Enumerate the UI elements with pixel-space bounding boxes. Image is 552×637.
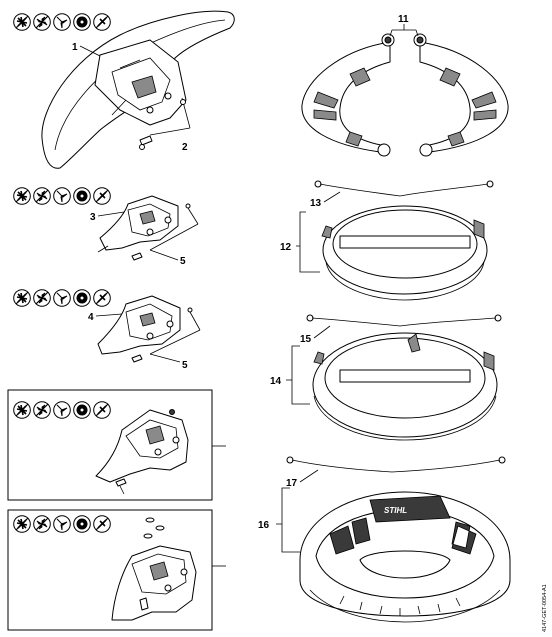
part-5-screws-b	[131, 307, 201, 363]
tool-icon-row-3	[14, 290, 111, 307]
part-15-wire-spring	[306, 314, 502, 327]
part-14-guard-ring	[312, 332, 498, 441]
callout-5a: 5	[180, 256, 186, 267]
part-2-screws	[139, 97, 191, 150]
callout-16: 16	[258, 520, 270, 531]
part-17-wire-spring	[286, 456, 506, 473]
callout-15: 15	[300, 334, 312, 345]
stihl-watermark: STIHL	[384, 506, 407, 515]
part-4-mount-bracket	[97, 295, 181, 355]
tool-icon-row-1	[14, 14, 111, 31]
tool-icon-row-2	[14, 188, 111, 205]
callout-11: 11	[398, 14, 409, 25]
stihl-logo-plate	[369, 495, 451, 523]
callout-5b: 5	[182, 360, 188, 371]
part-1-deflector-guard	[41, 10, 235, 169]
assembly-box-1	[7, 389, 213, 501]
callout-3: 3	[90, 212, 96, 223]
callout-2: 2	[182, 142, 188, 153]
document-id: 4147-GET-0054-A1	[542, 584, 548, 632]
callout-17: 17	[286, 478, 298, 489]
box-2-bracket-assembly	[111, 517, 197, 621]
callout-13: 13	[310, 198, 322, 209]
part-3-mount-bracket	[97, 195, 179, 253]
part-11-split-cover	[301, 33, 509, 157]
box-1-bracket-assembly	[95, 409, 189, 495]
part-5-screws-a	[131, 203, 199, 261]
callout-12: 12	[280, 242, 292, 253]
callout-4: 4	[88, 312, 94, 323]
tool-icon-row-4	[14, 402, 111, 419]
part-12-guard-ring	[321, 205, 488, 301]
assembly-box-2	[7, 509, 213, 631]
tool-icon-row-5	[14, 516, 111, 533]
part-13-wire-spring	[314, 180, 494, 197]
callout-14: 14	[270, 376, 282, 387]
part-16-guard-housing	[299, 491, 511, 623]
callout-1: 1	[72, 42, 78, 53]
